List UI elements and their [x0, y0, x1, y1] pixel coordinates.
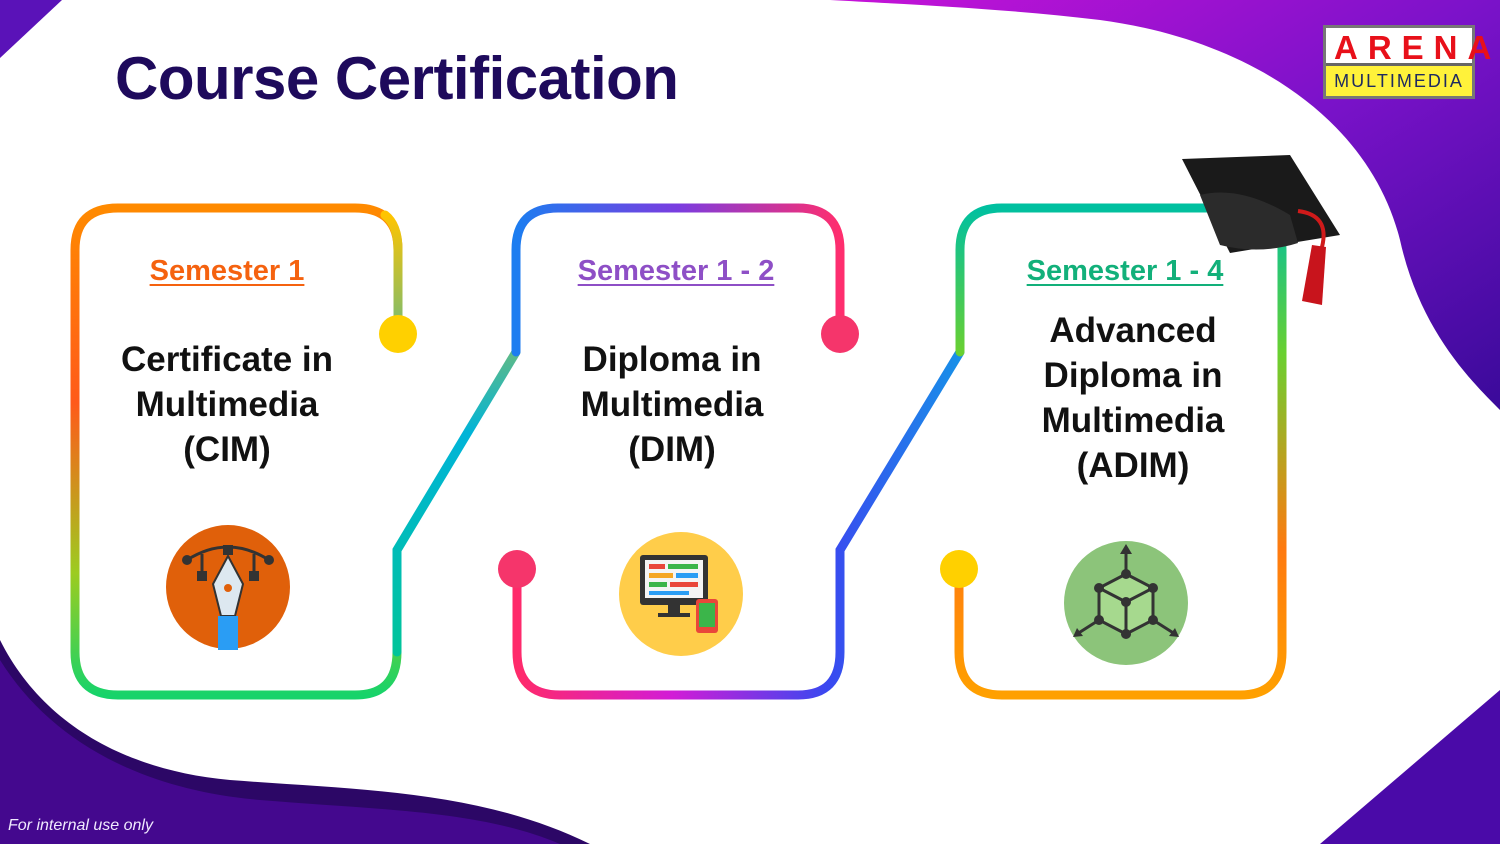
arena-multimedia-logo: ARENA MULTIMEDIA	[1323, 25, 1500, 99]
footer-note: For internal use only	[8, 817, 153, 834]
course-line: (ADIM)	[1076, 446, 1190, 485]
course-name-cim: Certificate in Multimedia (CIM)	[62, 337, 392, 472]
course-name-adim: Advanced Diploma in Multimedia (ADIM)	[968, 308, 1298, 488]
semester-label-2: Semester 1 - 2	[577, 255, 775, 287]
semester-label-1: Semester 1	[149, 255, 305, 287]
course-name-dim: Diploma in Multimedia (DIM)	[507, 337, 837, 472]
monitor-icon	[619, 532, 743, 656]
semester-label-3: Semester 1 - 4	[1026, 255, 1224, 287]
timeline-dot	[498, 550, 536, 588]
course-line: Advanced	[1049, 311, 1217, 350]
course-line: Certificate in	[121, 340, 333, 379]
timeline-dot	[379, 315, 417, 353]
logo-multimedia-text: MULTIMEDIA	[1326, 63, 1472, 96]
course-line: Multimedia	[135, 385, 319, 424]
logo-arena-text: ARENA	[1334, 29, 1500, 66]
course-line: (DIM)	[628, 430, 716, 469]
course-line: Diploma in	[582, 340, 762, 379]
timeline-dot	[821, 315, 859, 353]
pen-tool-icon	[166, 525, 290, 650]
cube-icon	[1064, 541, 1188, 665]
course-line: Multimedia	[1041, 401, 1225, 440]
course-line: (CIM)	[183, 430, 271, 469]
course-line: Multimedia	[580, 385, 764, 424]
page-title: Course Certification	[115, 45, 679, 112]
course-line: Diploma in	[1043, 356, 1223, 395]
timeline-dot	[940, 550, 978, 588]
graduation-cap-icon	[1182, 155, 1340, 305]
